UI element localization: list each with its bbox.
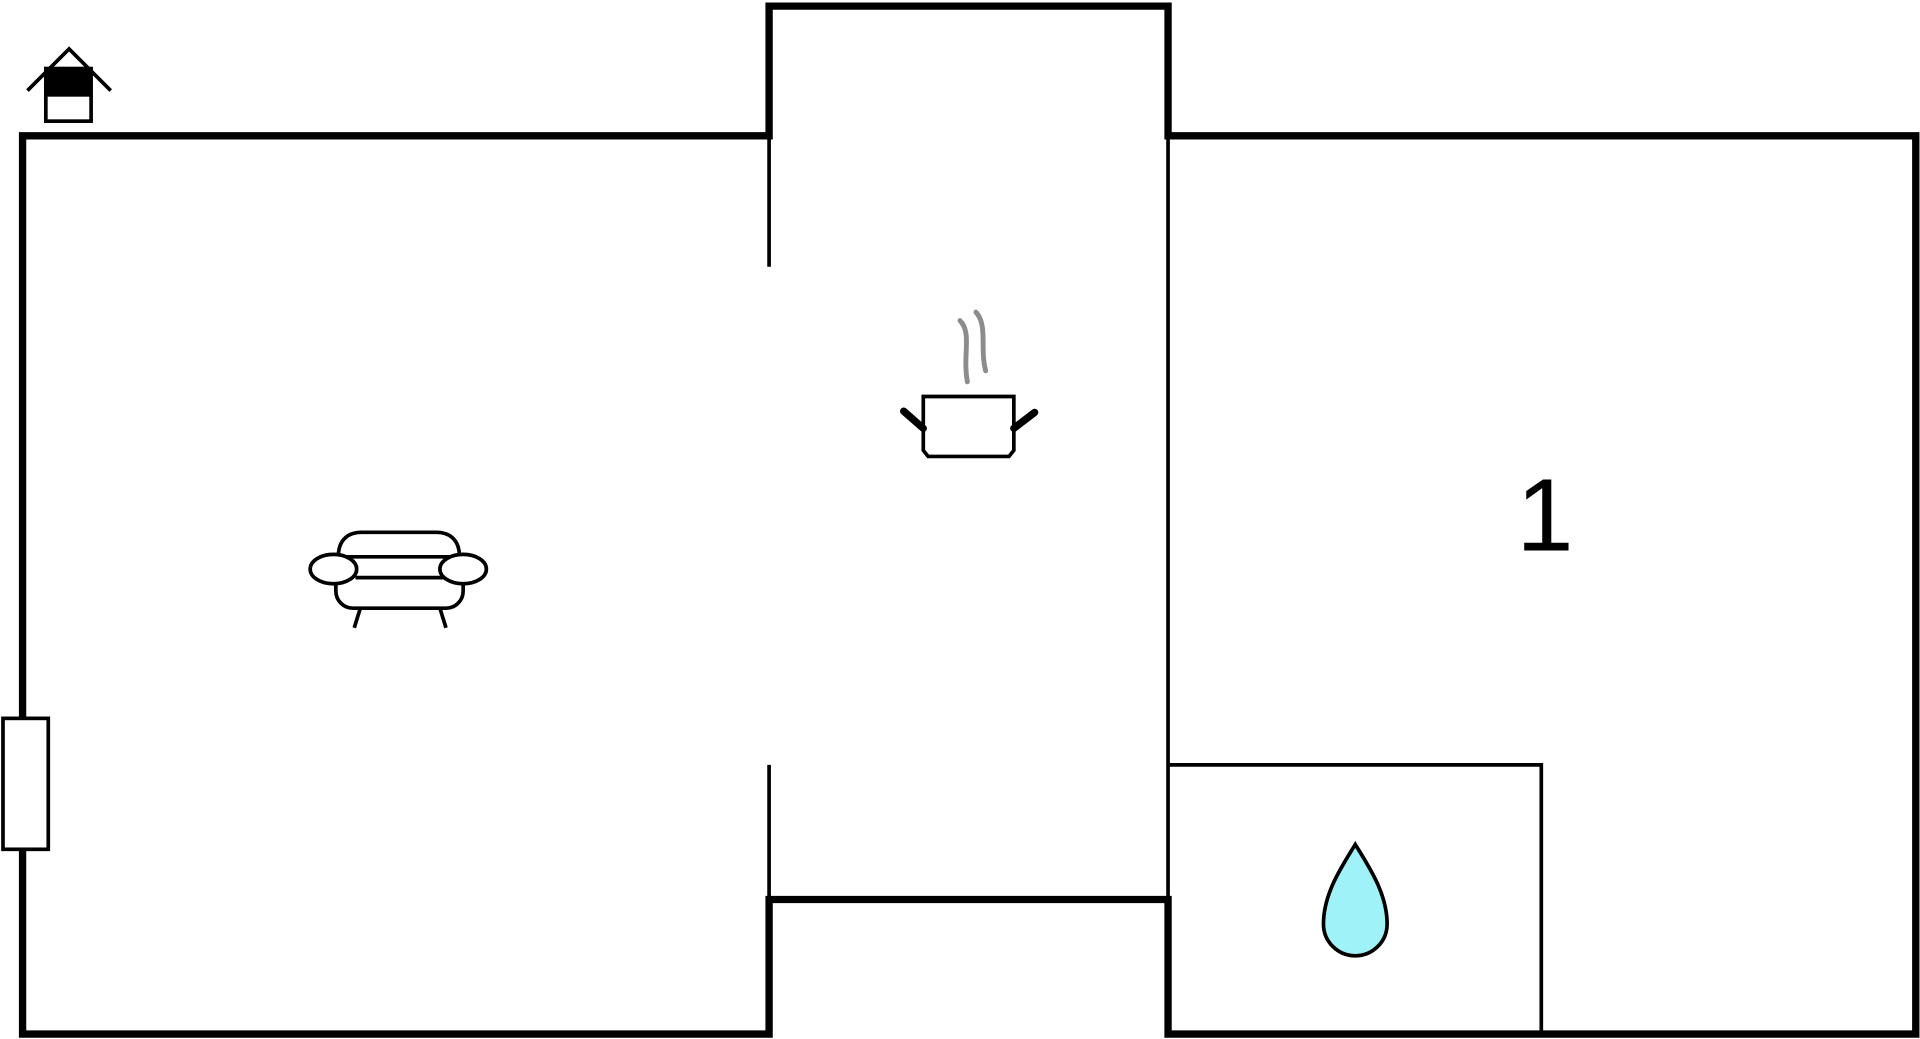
bathroom-walls — [1168, 763, 1544, 1035]
walls — [18, 2, 1920, 1038]
sofa-icon — [308, 530, 489, 629]
water-drop-icon — [1321, 840, 1389, 958]
house-entrance-icon — [26, 46, 112, 123]
window — [1, 716, 51, 852]
living-room-walls — [18, 2, 1920, 1038]
bedroom-number-label: 1 — [1516, 458, 1573, 573]
cooking-pot-icon — [900, 309, 1039, 459]
